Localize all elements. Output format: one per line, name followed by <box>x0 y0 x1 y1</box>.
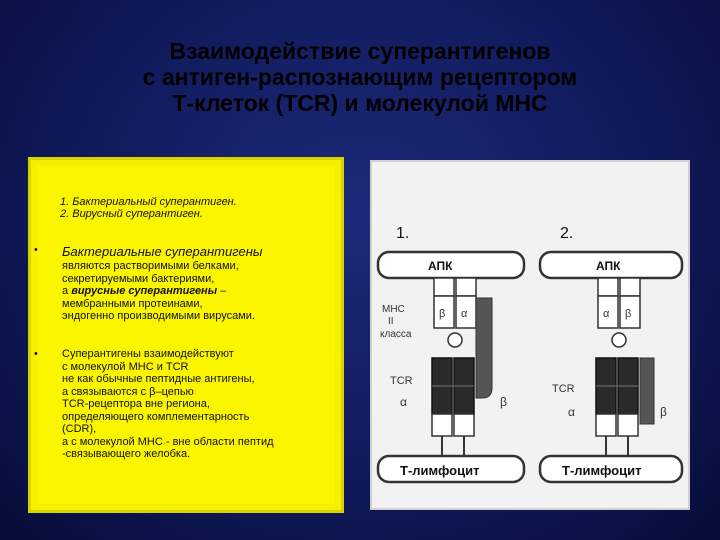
bacterial-superantigen <box>475 297 493 399</box>
bullet-1-fragment: – <box>217 285 227 297</box>
bullet-2-line: -связывающего желобка. <box>62 448 191 460</box>
mhc-beta-chain <box>619 295 641 329</box>
viral-superantigen <box>639 357 655 425</box>
t-cell-membrane-1 <box>376 454 526 484</box>
t-cell-label-2: Т-лимфоцит <box>562 463 641 478</box>
t-cell-membrane-2 <box>538 454 684 484</box>
peptide <box>447 332 463 348</box>
mhc-label-line: МНС <box>382 304 405 315</box>
bullet-2-line: с молекулой МНС и TCR <box>62 360 189 373</box>
mhc-molecule-2: α β <box>597 277 641 348</box>
bullet-1-line: эндогенно производимыми вирусами. <box>62 310 255 322</box>
title-line-1: Взаимодействие суперантигенов <box>169 38 551 64</box>
bullet-1-fragment: а <box>62 285 72 297</box>
panel-2-label: 2. <box>560 225 573 242</box>
legend-item-2: 2. Вирусный суперантиген. <box>60 208 203 220</box>
tcr-stalk <box>595 413 617 437</box>
bullet-2-line: Суперантигены взаимодействуют <box>62 348 234 360</box>
bullet-2-line: TCR-рецептора вне региона, <box>62 398 210 410</box>
bullet-2-line: а связываются с β–цепью <box>62 385 194 398</box>
tcr-stalk <box>431 413 453 437</box>
text-panel-inner <box>37 166 335 504</box>
tcr-alpha-symbol: α <box>568 405 575 419</box>
bullet-1-line: являются растворимыми белками, <box>62 260 239 272</box>
apc-label-2: АПК <box>596 259 621 273</box>
page-title: Взаимодействие суперантигенов с антиген-… <box>40 38 680 116</box>
apc-label-1: АПК <box>428 259 453 273</box>
tcr-label-2: TCR <box>552 383 575 395</box>
bullet-1-line-mixed: а вирусные суперантигены – <box>62 285 342 298</box>
bullet-1-line: секретируемыми бактериями, <box>62 272 215 285</box>
diagram-svg: 1. 2. АПК АПК МНС II класса β α <box>376 225 684 484</box>
bullet-1-emphasis: вирусные суперантигены <box>71 285 218 297</box>
mhc-label-line: II <box>388 316 394 327</box>
bullet-2-line: а с молекулой МНС - вне области пептид <box>62 435 274 448</box>
text-panel <box>28 157 344 513</box>
mhc-molecule-1: β α <box>433 277 477 348</box>
tcr-stalk <box>617 413 639 437</box>
bullet-marker: • <box>34 244 38 256</box>
tcr-alpha-symbol: α <box>400 395 407 409</box>
t-cell-label-1: Т-лимфоцит <box>400 463 479 478</box>
legend-note: 1. Бактериальный суперантиген. 2. Вирусн… <box>36 196 296 220</box>
mhc-alpha-symbol: α <box>603 308 610 320</box>
tcr-label-1: TCR <box>390 375 413 387</box>
title-line-3: Т-клеток (TCR) и молекулой МНС <box>172 90 548 116</box>
tcr-1 <box>431 357 475 458</box>
bullet-1-heading: Бактериальные суперантигены <box>62 244 263 259</box>
panel-1-label: 1. <box>396 225 409 242</box>
mhc-label: МНС II класса <box>380 304 412 340</box>
peptide <box>611 332 627 348</box>
bullet-2-line: не как обычные пептидные антигены, <box>62 373 255 385</box>
mhc-alpha-symbol: α <box>461 308 468 320</box>
mhc-label-line: класса <box>380 329 412 340</box>
mhc-beta-chain <box>433 295 455 329</box>
mhc-alpha-chain <box>597 295 619 329</box>
mhc-stalk <box>455 277 477 297</box>
bullet-2-line: (CDR), <box>62 423 97 435</box>
mhc-stalk <box>619 277 641 297</box>
superantigen-diagram: 1. 2. АПК АПК МНС II класса β α <box>370 160 690 510</box>
mhc-stalk <box>597 277 619 297</box>
tcr-2 <box>595 357 639 458</box>
tcr-beta-symbol: β <box>660 405 667 419</box>
bullet-marker: • <box>34 348 38 360</box>
mhc-beta-symbol: β <box>439 308 445 320</box>
tcr-stalk <box>453 413 475 437</box>
bullet-1-line: мембранными протеинами, <box>62 297 203 310</box>
mhc-stalk <box>433 277 455 297</box>
mhc-beta-symbol: β <box>625 308 631 320</box>
tcr-beta-symbol: β <box>500 395 507 409</box>
title-line-2: с антиген-распознающим рецептором <box>142 64 578 90</box>
legend-item-1: 1. Бактериальный суперантиген. <box>60 196 237 208</box>
bullet-2-line: определяющего комплементарность <box>62 410 250 423</box>
